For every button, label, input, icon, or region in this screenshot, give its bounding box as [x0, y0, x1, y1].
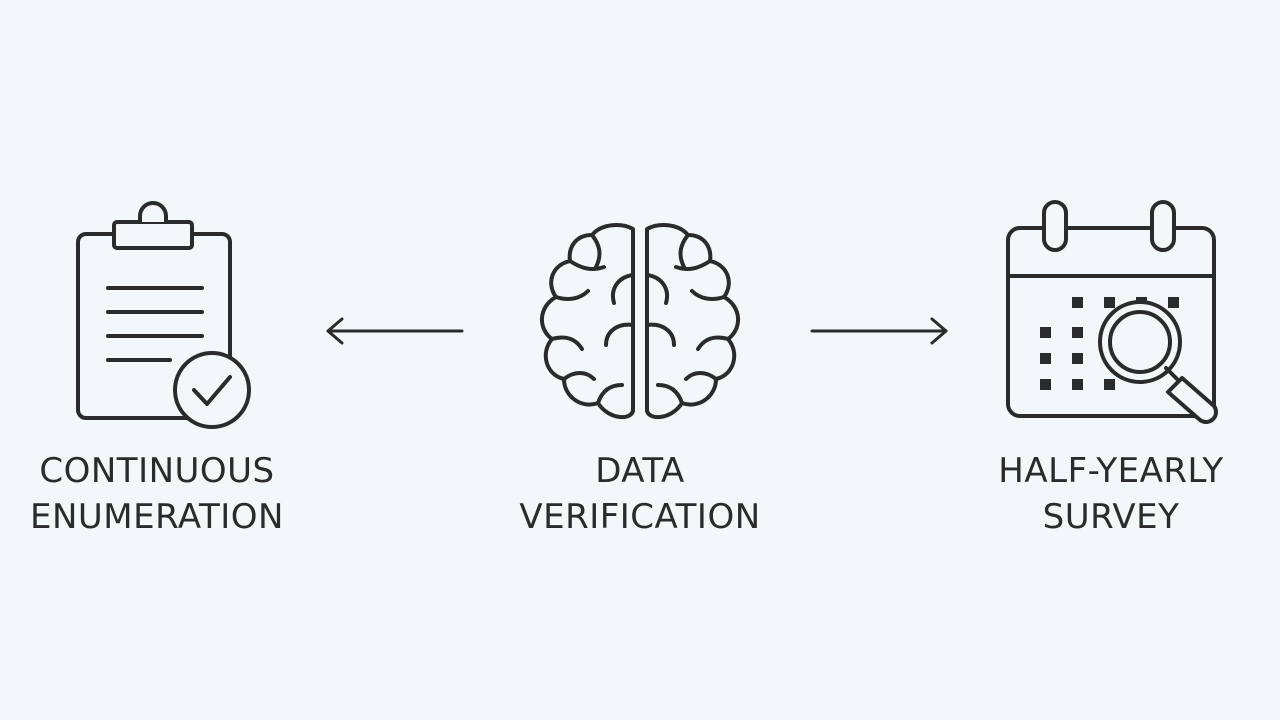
- arrow-left-icon: [326, 317, 464, 345]
- label-line: SURVEY: [1042, 497, 1180, 537]
- arrow-right-icon: [810, 317, 948, 345]
- label-line: CONTINUOUS: [39, 451, 275, 491]
- label-line: ENUMERATION: [30, 497, 284, 537]
- node-label-data-verification: DATA VERIFICATION: [490, 448, 790, 540]
- label-line: HALF-YEARLY: [998, 451, 1224, 491]
- label-line: DATA: [595, 451, 685, 491]
- label-line: VERIFICATION: [519, 497, 761, 537]
- calendar-search-icon: [1006, 200, 1218, 424]
- node-label-half-yearly-survey: HALF-YEARLY SURVEY: [966, 448, 1256, 540]
- brain-icon: [540, 223, 740, 420]
- node-label-continuous-enumeration: CONTINUOUS ENUMERATION: [10, 448, 304, 540]
- clipboard-check-icon: [76, 201, 251, 429]
